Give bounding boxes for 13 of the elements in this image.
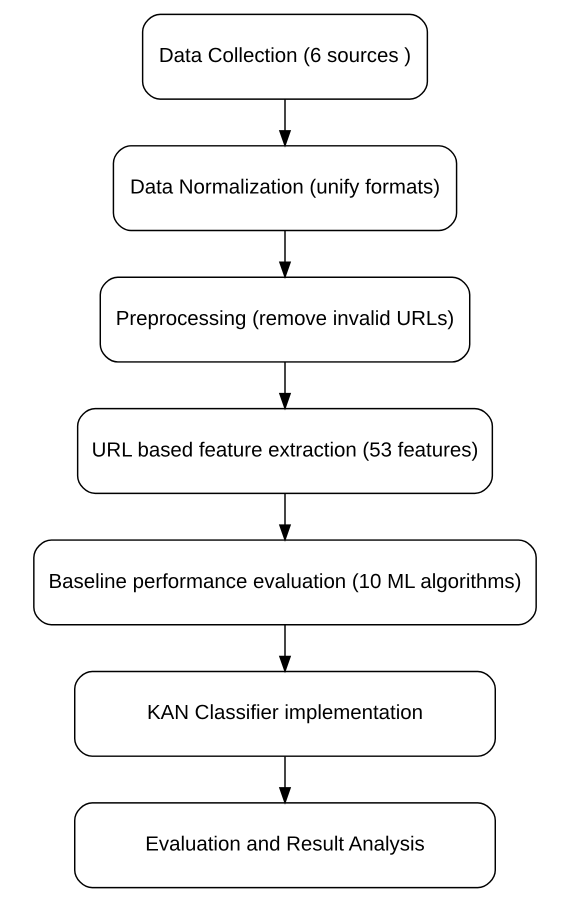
node-box: Baseline performance evaluation (10 ML algorithms) (32, 539, 536, 626)
node-box: Data Normalization (unify formats) (112, 145, 457, 232)
node-box: KAN Classifier implementation (74, 670, 496, 757)
arrow (278, 100, 291, 148)
node-box: Data Collection (6 sources ) (141, 14, 428, 100)
arrow (278, 494, 291, 542)
arrow (278, 625, 291, 674)
arrow (278, 756, 291, 805)
node-box: Evaluation and Result Analysis (74, 802, 496, 888)
arrow (278, 231, 291, 280)
arrow (278, 362, 291, 410)
node-box: URL based feature extraction (53 features) (76, 408, 493, 494)
node-box: Preprocessing (remove invalid URLs) (99, 276, 470, 363)
